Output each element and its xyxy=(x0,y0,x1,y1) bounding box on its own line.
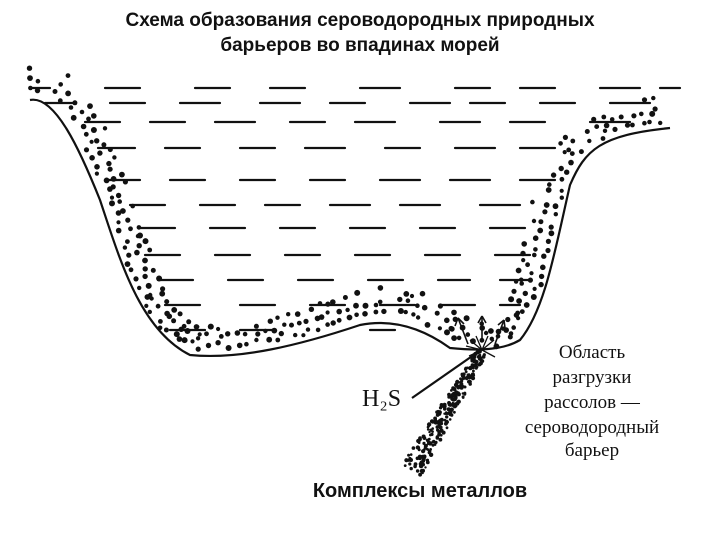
metal-complexes-label: Комплексы металлов xyxy=(313,480,527,502)
zone-label-line-3: рассолов — xyxy=(544,392,641,413)
zone-label-line-5: барьер xyxy=(565,440,619,461)
zone-label-line-2: разгрузки xyxy=(553,367,632,388)
zone-label-line-4: сероводородный xyxy=(525,417,659,438)
zone-label-line-1: Область xyxy=(559,342,626,363)
h2s-label: H₂S xyxy=(362,386,401,412)
brine-plume xyxy=(404,349,486,476)
sediment-stipple xyxy=(27,66,663,352)
discharge-zone-label: Область разгрузки рассолов — сероводород… xyxy=(525,342,659,461)
